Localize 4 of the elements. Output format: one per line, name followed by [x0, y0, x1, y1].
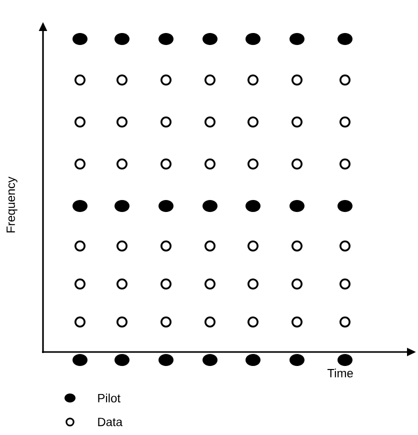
- legend-label: Pilot: [98, 394, 120, 402]
- axis-label: Time: [327, 368, 353, 378]
- legend-label: Data: [98, 418, 123, 426]
- axis-label: Frequency: [6, 176, 18, 232]
